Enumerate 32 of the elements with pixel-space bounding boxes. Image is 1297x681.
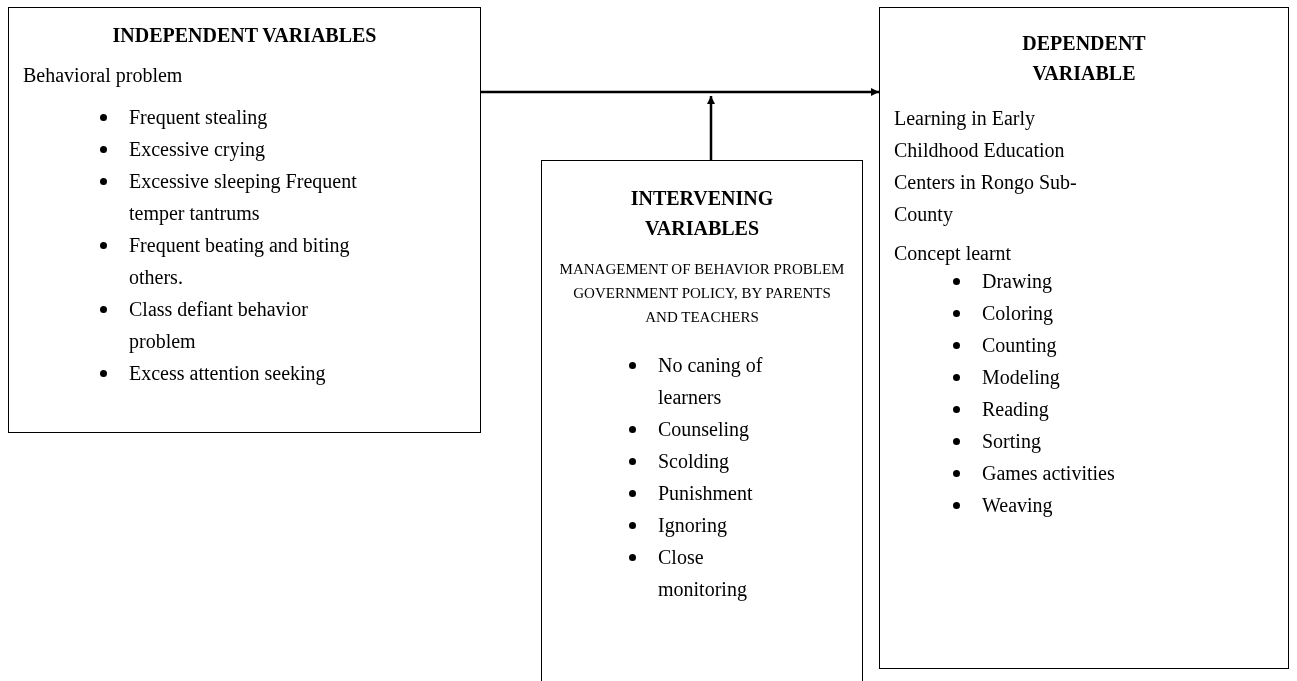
- list-item: Ignoring: [658, 513, 727, 539]
- arrow: [707, 96, 715, 160]
- list-item: Counting: [982, 333, 1057, 359]
- list-item: Excess attention seeking: [129, 361, 326, 387]
- list-item: Sorting: [982, 429, 1041, 455]
- box-heading: DEPENDENT VARIABLE: [1021, 31, 1147, 86]
- variable-box: [541, 160, 863, 681]
- list-item: Counseling: [658, 417, 750, 443]
- list-item: Excessive sleeping Frequent temper tantrums: [129, 169, 358, 227]
- box-heading: INTERVENING VARIABLES: [629, 186, 775, 241]
- list-item: Modeling: [982, 365, 1060, 391]
- list-item: Frequent stealing: [129, 105, 268, 131]
- list-item: Weaving: [982, 493, 1053, 519]
- list-item: Frequent beating and biting others.: [129, 233, 351, 290]
- list-item: Drawing: [982, 269, 1052, 295]
- list-item: Close monitoring: [658, 545, 748, 603]
- list-item: Scolding: [658, 449, 730, 475]
- box-text: MANAGEMENT OF BEHAVIOR PROBLEM GOVERNMENT POLICY, BY PARENTS AND TEACHERS: [558, 260, 846, 327]
- variable-box: [879, 7, 1289, 669]
- list-item: Punishment: [658, 481, 753, 506]
- list-item: Coloring: [982, 301, 1054, 327]
- list-item: Games activities: [982, 461, 1115, 486]
- list-item: Class defiant behavior problem: [129, 297, 309, 355]
- box-text: Learning in Early Childhood Education Centers in Rongo Sub-County: [894, 106, 1078, 228]
- list-item: No caning of learners: [658, 353, 764, 410]
- box-heading: INDEPENDENT VARIABLES: [111, 23, 378, 48]
- variable-box: [8, 7, 481, 433]
- box-text: Behavioral problem: [23, 64, 184, 87]
- list-item: Reading: [982, 397, 1049, 423]
- arrow: [481, 88, 879, 96]
- box-text: Concept learnt: [894, 242, 1013, 265]
- list-item: Excessive crying: [129, 137, 266, 163]
